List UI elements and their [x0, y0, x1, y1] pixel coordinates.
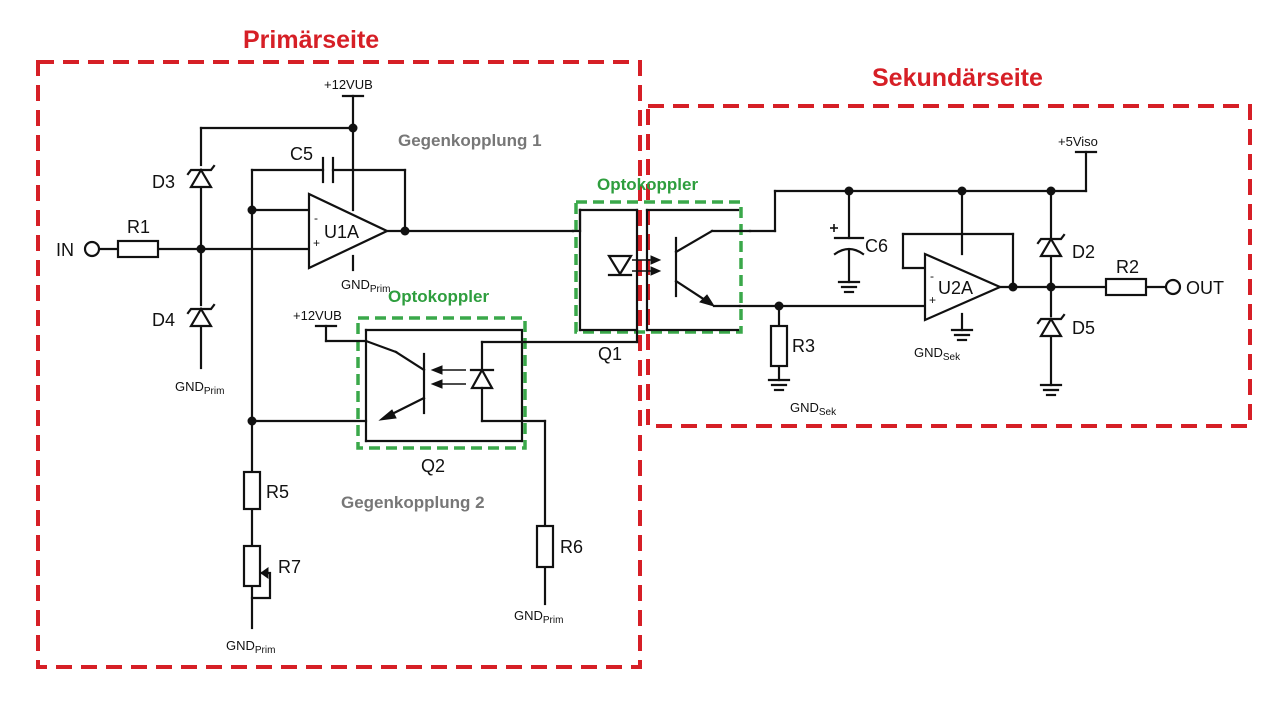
q1-optocoupler — [607, 208, 752, 332]
u2a-plus-pin: + — [929, 293, 936, 307]
c5-capacitor — [321, 156, 335, 184]
u1a-opamp — [307, 192, 390, 270]
c6-capacitor — [830, 224, 865, 256]
d5-label: D5 — [1072, 318, 1095, 338]
viso-label: +5Viso — [1058, 134, 1098, 149]
gnd-u2a-label: GNDSek — [914, 345, 961, 363]
optocoupler-q1-label: Optokoppler — [597, 175, 698, 194]
gnd-r6-label: GNDPrim — [514, 608, 563, 626]
junction-dot — [400, 226, 410, 236]
r1-label: R1 — [127, 217, 150, 237]
u2a-minus-pin: - — [930, 269, 934, 283]
r6-label: R6 — [560, 537, 583, 557]
secondary-region-title: Sekundärseite — [872, 64, 1043, 92]
r3-resistor — [769, 324, 789, 368]
u2a-label: U2A — [938, 278, 973, 298]
r5-resistor — [242, 470, 262, 511]
output-port-label: OUT — [1186, 278, 1224, 298]
gnd-r3-label: GNDSek — [790, 400, 837, 418]
junction-dot — [1008, 282, 1018, 292]
q1-label: Q1 — [598, 344, 622, 364]
junction-dot — [247, 416, 257, 426]
r3-label: R3 — [792, 336, 815, 356]
primary-region-border — [36, 60, 642, 669]
d3-zener-diode — [186, 164, 216, 189]
junction-dot — [1046, 186, 1056, 196]
junction-dot — [774, 301, 784, 311]
primary-region-title: Primärseite — [243, 26, 379, 54]
optocoupler-q2-border — [356, 316, 527, 450]
input-port-label: IN — [56, 240, 74, 260]
primary-wiring — [97, 94, 639, 630]
junction-dot — [1046, 282, 1056, 292]
d4-label: D4 — [152, 310, 175, 330]
ground-symbol — [950, 328, 974, 342]
c6-label: C6 — [865, 236, 888, 256]
d2-label: D2 — [1072, 242, 1095, 262]
r5-label: R5 — [266, 482, 289, 502]
vub-q2-label: +12VUB — [293, 308, 342, 323]
feedback-1-label: Gegenkopplung 1 — [398, 131, 542, 150]
r6-resistor — [535, 524, 555, 569]
junction-dot — [247, 205, 257, 215]
d4-zener-diode — [186, 303, 216, 328]
junction-dot — [844, 186, 854, 196]
gnd-d4-label: GNDPrim — [175, 379, 224, 397]
vub-top-label: +12VUB — [324, 77, 373, 92]
r2-label: R2 — [1116, 257, 1139, 277]
ground-symbol — [767, 378, 791, 392]
u1a-plus-pin: + — [313, 236, 320, 250]
ground-symbol — [837, 280, 861, 294]
junction-dot — [348, 123, 358, 133]
gnd-r7-label: GNDPrim — [226, 638, 275, 656]
q2-label: Q2 — [421, 456, 445, 476]
u2a-opamp — [923, 252, 1003, 322]
c5-label: C5 — [290, 144, 313, 164]
d5-zener-diode — [1036, 313, 1066, 338]
optocoupler-q1-border — [574, 200, 743, 334]
r2-resistor — [1104, 277, 1148, 297]
input-port-circle — [83, 240, 101, 258]
ground-symbol — [1039, 383, 1063, 397]
r1-resistor — [116, 239, 160, 259]
r7-label: R7 — [278, 557, 301, 577]
junction-dot — [196, 244, 206, 254]
feedback-2-label: Gegenkopplung 2 — [341, 493, 485, 512]
d2-zener-diode — [1036, 233, 1066, 258]
gnd-u1a-label: GNDPrim — [341, 277, 390, 295]
q2-optocoupler — [364, 339, 495, 423]
output-port-circle — [1164, 278, 1182, 296]
junction-dot — [957, 186, 967, 196]
optocoupler-q2-label: Optokoppler — [388, 287, 489, 306]
d3-label: D3 — [152, 172, 175, 192]
u1a-label: U1A — [324, 222, 359, 242]
r7-potentiometer — [242, 544, 272, 600]
u1a-minus-pin: - — [314, 211, 318, 225]
